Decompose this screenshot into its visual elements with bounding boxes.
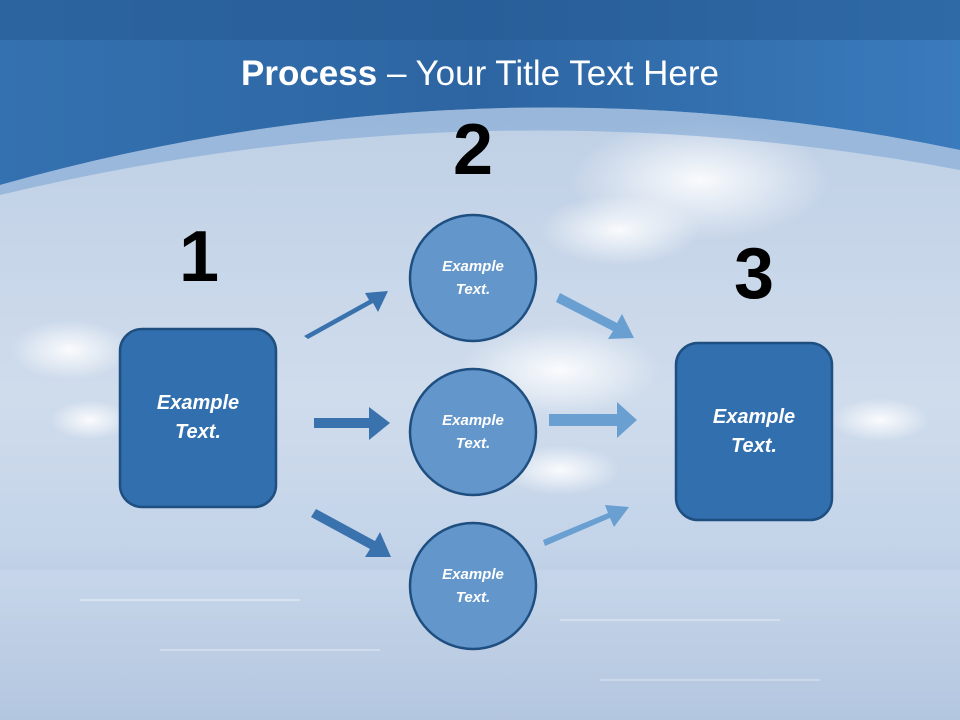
- circle-middle-line1: Example: [442, 412, 504, 429]
- header-band: [0, 0, 960, 185]
- header-swoosh: [0, 107, 960, 195]
- left-box: [118, 327, 278, 509]
- circle-top-line1: Example: [442, 258, 504, 275]
- title-rest: – Your Title Text Here: [377, 54, 719, 93]
- cloud: [830, 398, 930, 442]
- cloud: [50, 400, 130, 440]
- arrow-left-bottom-icon: [311, 509, 391, 557]
- circle-middle: [408, 367, 538, 497]
- circle-top: [408, 213, 538, 343]
- arrow-left-middle-icon: [314, 407, 390, 440]
- step-number-2: 2: [452, 110, 494, 190]
- circle-middle-label: Example Text.: [410, 369, 536, 495]
- right-box-line2: Text.: [731, 434, 777, 457]
- cloud: [10, 320, 130, 380]
- slide-title: Process – Your Title Text Here: [0, 52, 960, 96]
- circle-bottom: [408, 521, 538, 651]
- arrow-right-middle-icon: [549, 402, 637, 438]
- step-number-3: 3: [733, 234, 775, 314]
- circle-bottom-label: Example Text.: [410, 523, 536, 649]
- circle-top-line2: Text.: [455, 281, 491, 298]
- arrow-left-top-icon: [304, 291, 388, 339]
- left-box-line1: Example: [156, 392, 240, 414]
- circle-middle-line2: Text.: [455, 435, 491, 452]
- circle-bottom-line1: Example: [442, 566, 504, 583]
- right-box: [674, 341, 834, 522]
- cloud: [540, 195, 700, 265]
- title-bold: Process: [241, 54, 378, 93]
- right-box-line1: Example: [712, 405, 796, 428]
- right-box-label: Example Text.: [676, 343, 832, 520]
- circle-top-label: Example Text.: [410, 215, 536, 341]
- arrow-right-top-icon: [556, 293, 634, 339]
- arrow-right-bottom-icon: [543, 505, 629, 546]
- circle-bottom-line2: Text.: [455, 589, 491, 606]
- step-number-1: 1: [178, 217, 220, 297]
- left-box-line2: Text.: [175, 421, 221, 443]
- left-box-label: Example Text.: [120, 329, 276, 507]
